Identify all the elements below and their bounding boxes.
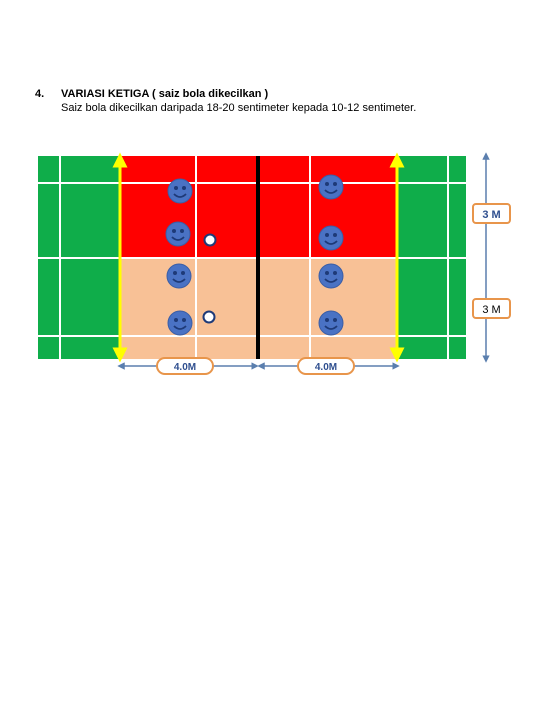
- label-right-upper: 3 M: [482, 209, 500, 221]
- player-icon: [166, 263, 192, 289]
- label-box-bottom-left: [156, 357, 214, 375]
- player-icon: [165, 221, 191, 247]
- label-box-right-upper: [472, 203, 511, 224]
- label-bottom-right: 4.0M: [315, 362, 337, 373]
- section-description: Saiz bola dikecilkan daripada 18-20 sent…: [61, 102, 417, 114]
- label-bottom-left: 4.0M: [174, 362, 196, 373]
- label-right-lower: 3 M: [482, 304, 500, 316]
- label-box-bottom-right: [297, 357, 355, 375]
- player-icon: [167, 178, 193, 204]
- player-icon: [318, 225, 344, 251]
- ball-icon: [202, 310, 216, 324]
- section-title: VARIASI KETIGA ( saiz bola dikecilkan ): [61, 88, 269, 100]
- player-icon: [167, 310, 193, 336]
- player-icon: [318, 263, 344, 289]
- player-icon: [318, 174, 344, 200]
- ball-icon: [203, 233, 217, 247]
- player-icon: [318, 310, 344, 336]
- label-box-right-lower: [472, 298, 511, 319]
- section-number: 4.: [35, 88, 45, 100]
